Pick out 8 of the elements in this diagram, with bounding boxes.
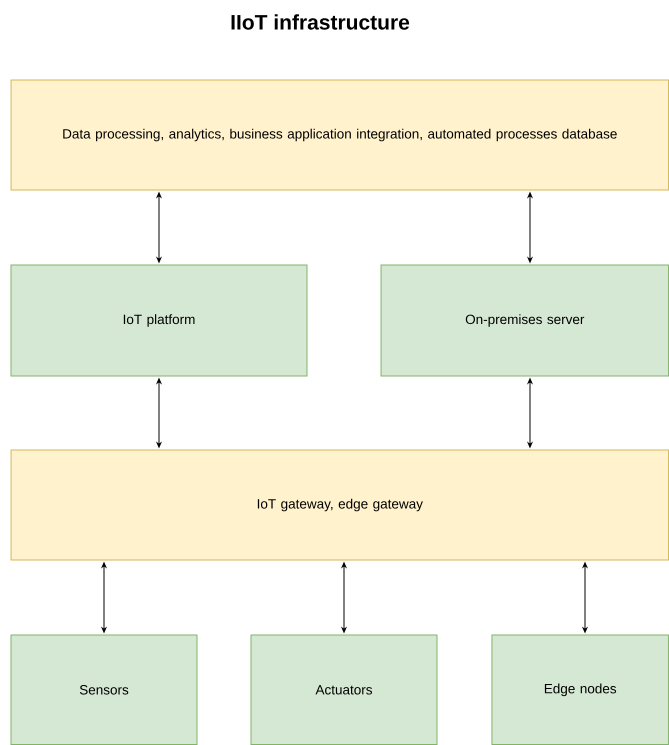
process-box: On-premises server — [380, 264, 669, 376]
process-box: Data processing, analytics, business application integration, automated processes database — [10, 80, 669, 190]
process-box: Sensors — [10, 634, 198, 745]
process-box: Edge nodes — [491, 634, 669, 745]
process-box: Actuators — [250, 634, 438, 745]
process-box: IoT gateway, edge gateway — [10, 450, 669, 560]
process-box: IoT platform — [10, 264, 308, 376]
title: IIoT infrastructure — [232, 14, 410, 30]
